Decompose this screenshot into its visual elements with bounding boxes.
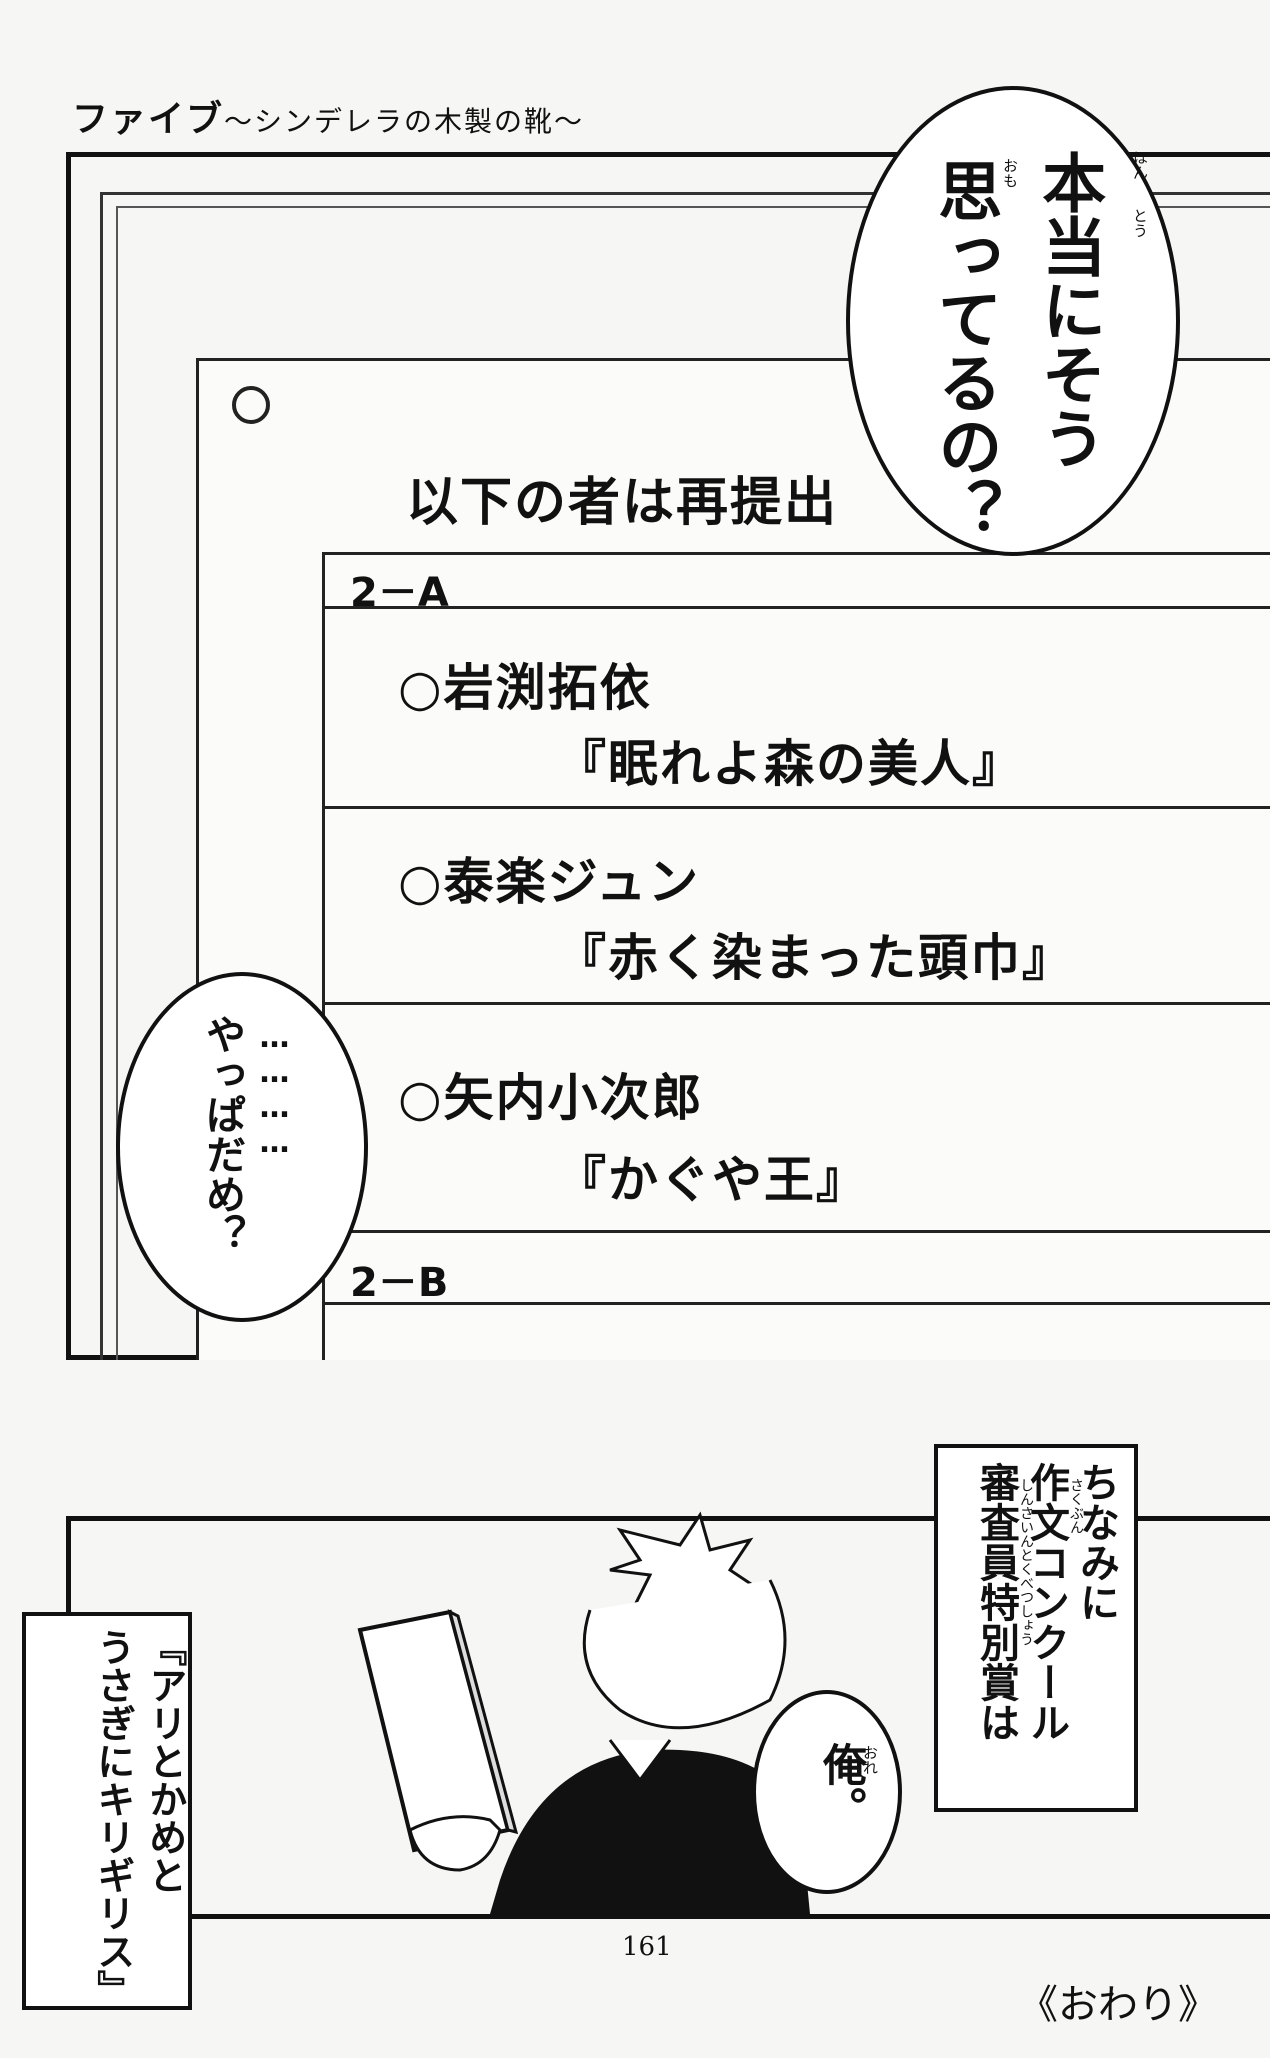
speech-bubble-ore [752, 1690, 902, 1894]
speech-ore-text: 俺。 [815, 1742, 866, 1830]
ruby-omo: おも [1001, 158, 1019, 188]
ruby-sakubun: さくぶん [1068, 1478, 1084, 1534]
caption-box-right [934, 1444, 1138, 1812]
caption-right-line-1: ちなみに [1073, 1462, 1119, 1622]
class-label-2b: 2－B [350, 1260, 449, 1306]
caption-box-left [22, 1612, 192, 2010]
speech-bubble-large [846, 86, 1180, 556]
entry-name: ○岩渕拓依 [398, 659, 652, 717]
story-title: ファイブ〜シンデレラの木製の靴〜 [72, 90, 584, 142]
ruby-hon: ほん [1131, 150, 1149, 180]
entry-title: 『眠れよ森の美人』 [556, 735, 1024, 793]
panel-2-bottom-border [66, 1914, 1270, 1919]
ruby-to: とう [1131, 208, 1149, 238]
caption-left-line-1: 『アリとかめと [142, 1628, 187, 1894]
caption-right-line-3: 審査員特別賞は [973, 1462, 1019, 1742]
class-label-2a: 2－A [350, 570, 449, 616]
entry-name: ○泰楽ジュン [398, 853, 701, 911]
speech-dots: ………… [257, 1020, 292, 1160]
door-frame-inner [116, 206, 1270, 1360]
entry-title: 『かぐや王』 [556, 1151, 868, 1209]
entry-name: ○矢内小次郎 [398, 1069, 704, 1127]
table-rule [322, 806, 1270, 809]
table-rule [322, 552, 1270, 555]
table-rule [322, 1302, 1270, 1305]
door-frame-outer [100, 192, 1270, 1360]
story-subtitle: 〜シンデレラの木製の靴〜 [224, 105, 585, 138]
speech-line-1: 本当にそう [1031, 150, 1106, 470]
end-mark: 《おわり》 [1018, 1982, 1218, 2028]
table-rule [322, 606, 1270, 609]
entry-title: 『赤く染まった頭巾』 [556, 929, 1074, 987]
ruby-ore: おれ [861, 1745, 879, 1775]
speech-small-text: やっぱだめ？ [199, 1014, 245, 1254]
caption-right-line-2: 作文コンクール [1023, 1462, 1069, 1742]
table-rule [322, 1230, 1270, 1233]
table-rule [322, 1002, 1270, 1005]
notice-heading: 以下の者は再提出 [406, 473, 839, 533]
story-title-main: ファイブ [72, 99, 225, 140]
character-illustration [357, 1511, 810, 1914]
ruby-shinsa: しんさいんとくべつしょう [1018, 1478, 1034, 1646]
speech-line-2: 思ってるの？ [927, 158, 1002, 542]
notice-table [322, 552, 1270, 1360]
caption-left-line-2: うさぎにキリギリス』 [90, 1628, 135, 2008]
speech-bubble-small [116, 972, 368, 1322]
pin-hole-icon [232, 386, 270, 424]
page-number: 161 [622, 1932, 672, 1962]
